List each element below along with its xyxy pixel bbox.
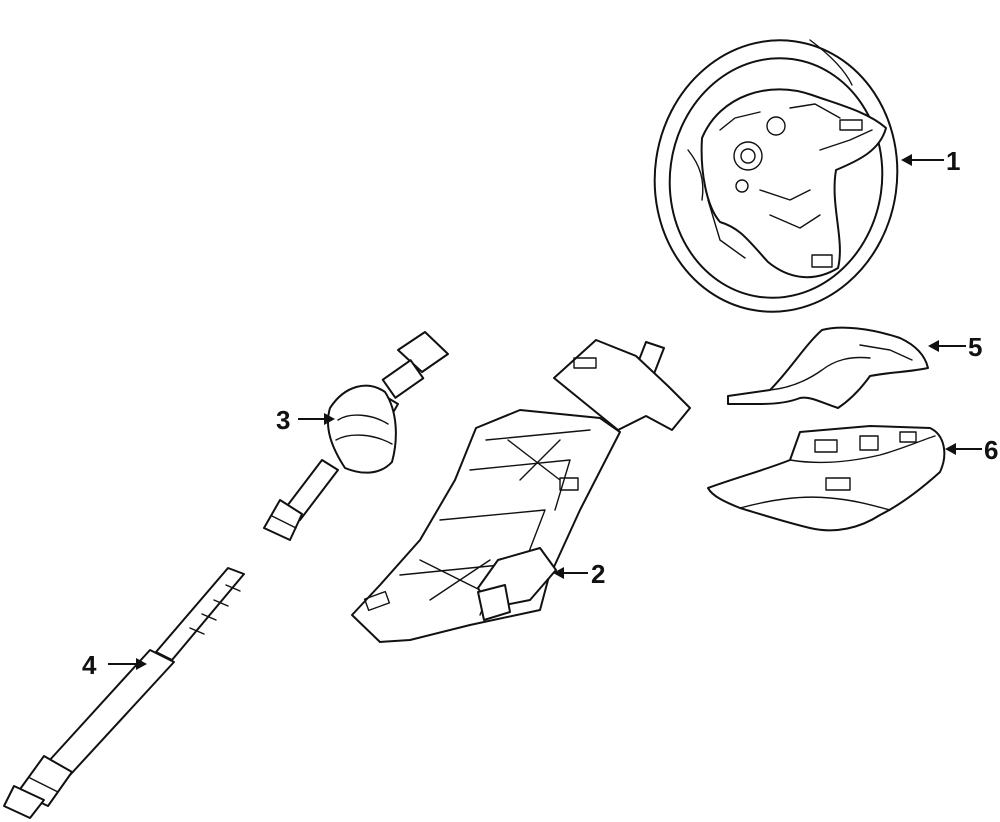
callout-1: 1	[946, 146, 960, 176]
upper-column-cover-part	[727, 326, 929, 409]
callout-3: 3	[276, 405, 290, 435]
callout-4: 4	[82, 650, 97, 680]
callout-6: 6	[984, 435, 998, 465]
callout-2: 2	[591, 559, 605, 589]
steering-wheel-part	[653, 39, 899, 313]
lower-column-cover-part	[707, 425, 946, 532]
callout-5: 5	[968, 332, 982, 362]
intermediate-shaft-upper-part	[263, 331, 449, 541]
intermediate-shaft-lower-part	[3, 567, 245, 819]
steering-column-part	[351, 339, 691, 643]
